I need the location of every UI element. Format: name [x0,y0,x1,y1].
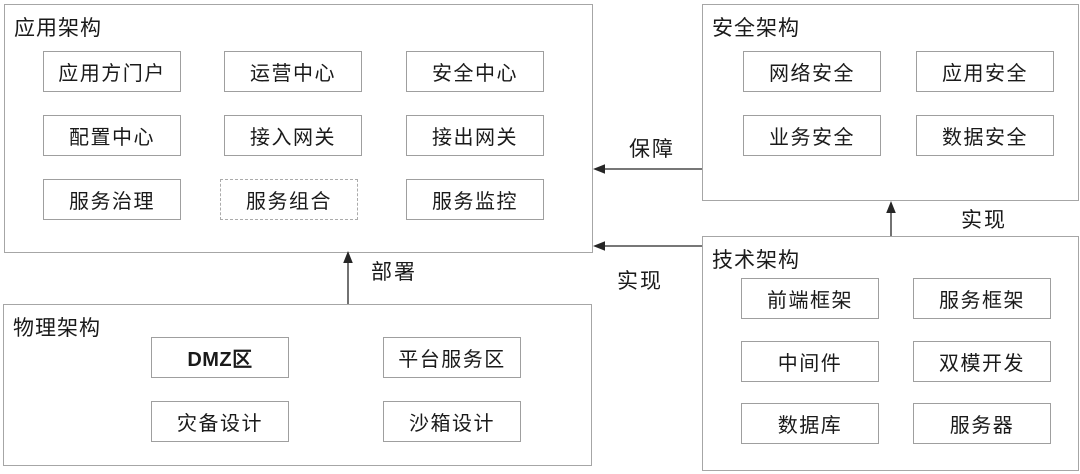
panel-title-security: 安全架构 [712,17,800,40]
node-label: 服务组合 [246,191,332,213]
node-service-composition: 服务组合 [220,179,358,220]
node-middleware: 中间件 [741,341,879,382]
node-label: 数据库 [777,415,843,437]
node-label: 应用方门户 [58,63,166,85]
node-label: 运营中心 [250,63,336,85]
realize-security-arrow-label: 实现 [961,209,1007,232]
deploy-arrow-label: 部署 [371,261,417,284]
node-label: 服务器 [949,415,1015,437]
realize-security-arrow [886,201,896,236]
node-dmz-zone: DMZ区 [151,337,289,378]
node-sandbox-design: 沙箱设计 [383,401,521,442]
node-config-center: 配置中心 [43,115,181,156]
security-architecture-panel: 安全架构 网络安全 应用安全 业务安全 数据安全 [702,4,1079,201]
node-application-security: 应用安全 [916,51,1054,92]
node-label: 接出网关 [432,127,518,149]
node-dual-mode-development: 双模开发 [913,341,1051,382]
application-architecture-panel: 应用架构 应用方门户 运营中心 安全中心 配置中心 接入网关 接出网关 服务治理… [4,4,593,253]
node-data-security: 数据安全 [916,115,1054,156]
node-label: 沙箱设计 [409,413,495,435]
node-label: 服务框架 [939,290,1025,312]
node-server: 服务器 [913,403,1051,444]
node-label: 接入网关 [250,127,336,149]
node-label: 数据安全 [942,127,1028,149]
node-label: 中间件 [777,353,843,375]
panel-title-technology: 技术架构 [712,249,800,272]
node-label: 网络安全 [769,63,855,85]
guarantee-arrow [593,164,702,174]
node-platform-service-zone: 平台服务区 [383,337,521,378]
node-label: 灾备设计 [177,413,263,435]
node-label: 服务监控 [432,191,518,213]
node-network-security: 网络安全 [743,51,881,92]
node-database: 数据库 [741,403,879,444]
node-label: 平台服务区 [398,349,506,371]
technology-architecture-panel: 技术架构 前端框架 服务框架 中间件 双模开发 数据库 服务器 [702,236,1079,471]
node-frontend-framework: 前端框架 [741,278,879,319]
node-inbound-gateway: 接入网关 [224,115,362,156]
node-label: 业务安全 [769,127,855,149]
node-security-center: 安全中心 [406,51,544,92]
node-service-framework: 服务框架 [913,278,1051,319]
physical-architecture-panel: 物理架构 DMZ区 平台服务区 灾备设计 沙箱设计 [3,304,592,466]
node-label: 应用安全 [942,63,1028,85]
panel-title-physical: 物理架构 [13,317,101,340]
node-label: 安全中心 [432,63,518,85]
realize-application-arrow-label: 实现 [617,270,663,293]
guarantee-arrow-label: 保障 [629,138,675,161]
deploy-arrow [343,251,353,304]
panel-title-application: 应用架构 [14,17,102,40]
realize-application-arrow [593,241,702,251]
node-label: 双模开发 [939,353,1025,375]
node-label: 服务治理 [69,191,155,213]
node-service-governance: 服务治理 [43,179,181,220]
node-label: 前端框架 [767,290,853,312]
node-service-monitoring: 服务监控 [406,179,544,220]
node-operation-center: 运营中心 [224,51,362,92]
node-disaster-recovery-design: 灾备设计 [151,401,289,442]
node-label: 配置中心 [69,127,155,149]
node-business-security: 业务安全 [743,115,881,156]
node-outbound-gateway: 接出网关 [406,115,544,156]
node-application-portal: 应用方门户 [43,51,181,92]
node-label: DMZ区 [187,349,253,371]
